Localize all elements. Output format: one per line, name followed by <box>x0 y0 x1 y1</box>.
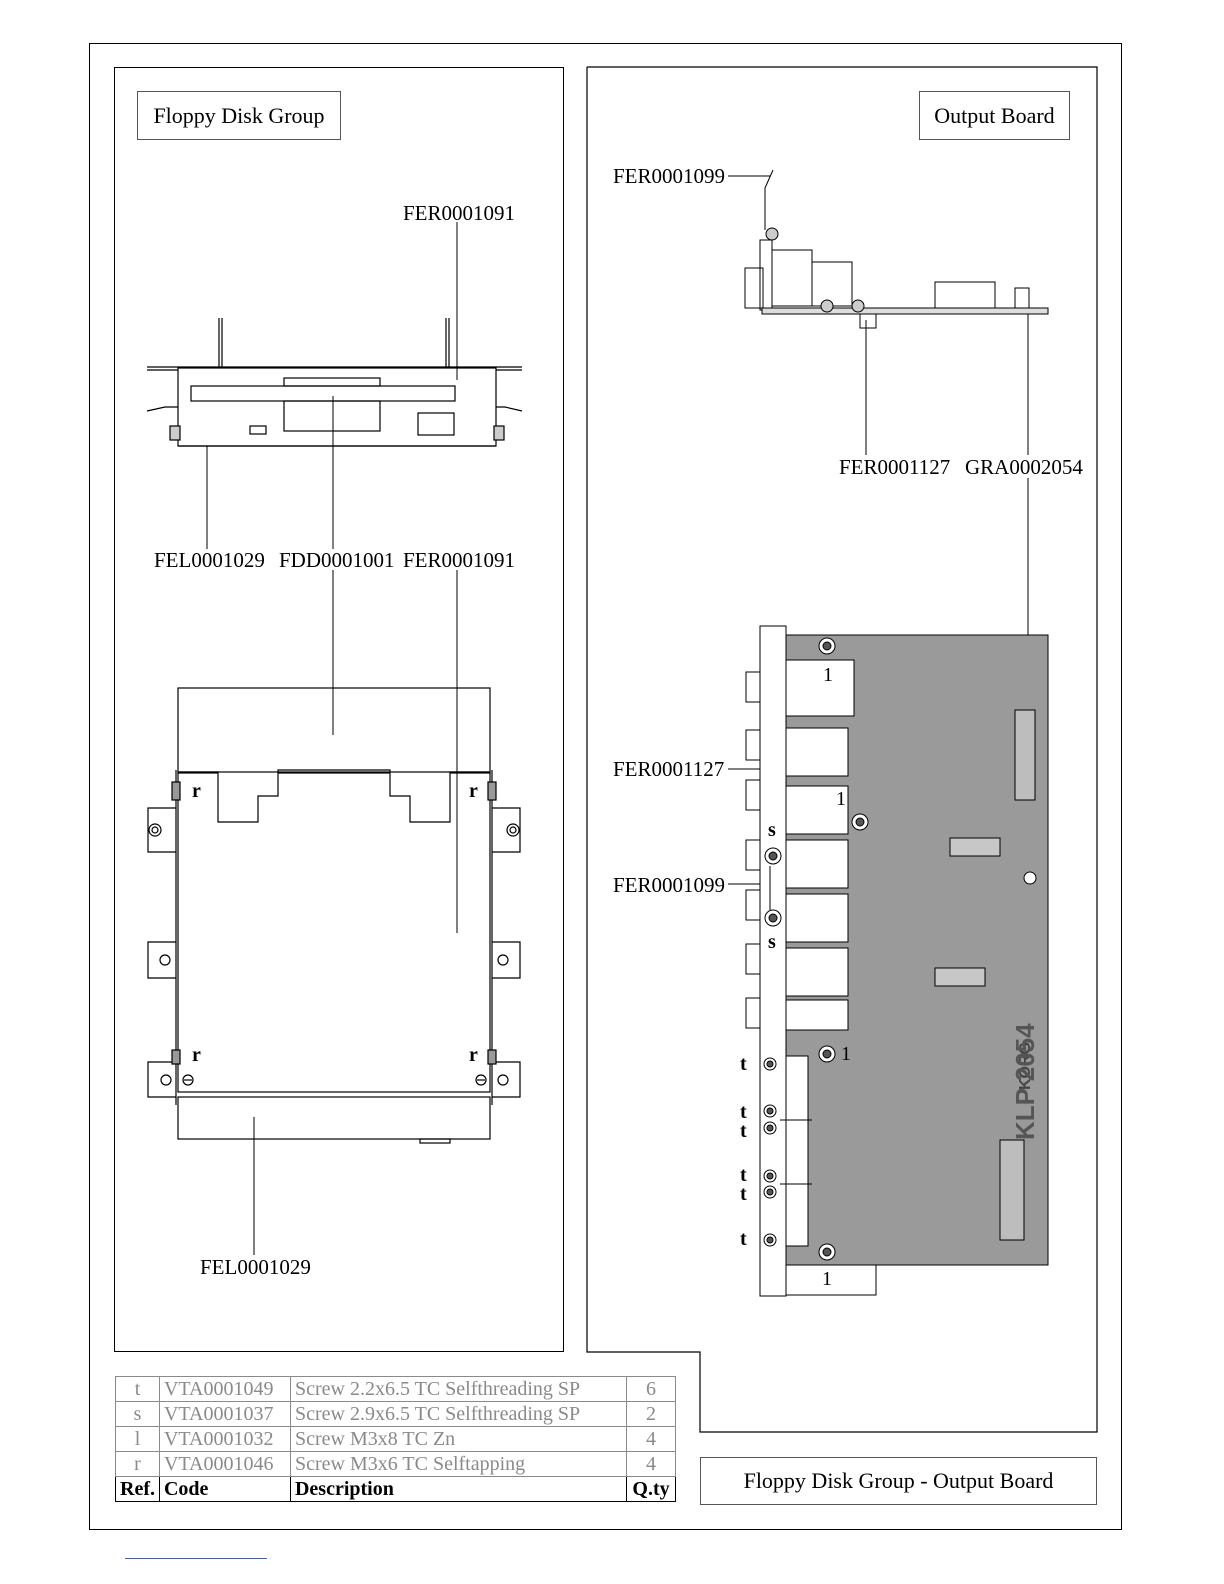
parts-table: t VTA0001049 Screw 2.2x6.5 TC Selfthread… <box>115 1376 676 1502</box>
ref-t-3: t <box>740 1120 747 1142</box>
ref-r-2: r <box>469 780 478 802</box>
header-qty: Q.ty <box>626 1476 676 1502</box>
ref-l-4: 1 <box>822 1268 832 1290</box>
ref-r-3: r <box>192 1044 201 1066</box>
floppy-front-view <box>146 318 523 447</box>
ref-r-4: r <box>469 1044 478 1066</box>
ref-t-6: t <box>740 1228 747 1250</box>
footer-link-underline <box>125 1558 267 1559</box>
label-fel0001029: FEL0001029 <box>154 548 265 572</box>
output-board-side-view <box>744 169 1049 329</box>
label-gra0002054: GRA0002054 <box>965 455 1083 479</box>
board-part-marking: KLP 2054 <box>1010 1023 1040 1140</box>
ref-t-1: t <box>740 1053 747 1075</box>
page-frame <box>89 43 1122 1530</box>
cell-qty: 6 <box>626 1376 676 1402</box>
cell-code: VTA0001049 <box>158 1376 291 1402</box>
ref-l-2: 1 <box>836 788 846 810</box>
cell-qty: 4 <box>626 1451 676 1477</box>
table-row: s VTA0001037 Screw 2.9x6.5 TC Selfthread… <box>115 1401 676 1427</box>
cell-description: Screw M3x6 TC Selftapping <box>289 1451 628 1477</box>
header-description: Description <box>289 1476 628 1502</box>
cell-ref: l <box>115 1426 160 1452</box>
label-fer0001091-top: FER0001091 <box>403 201 516 225</box>
board-brand-marking: KORG <box>1017 1042 1034 1090</box>
ref-r-1: r <box>192 780 201 802</box>
label-fer0001099-top: FER0001099 <box>613 164 726 188</box>
floppy-top-view <box>147 687 521 1144</box>
header-ref: Ref. <box>115 1476 160 1502</box>
table-header-row: Ref. Code Description Q.ty <box>115 1476 676 1502</box>
ref-t-5: t <box>740 1183 747 1205</box>
label-fer0001127-side: FER0001127 <box>839 455 951 479</box>
ref-s-2: s <box>768 931 776 953</box>
table-row: l VTA0001032 Screw M3x8 TC Zn 4 <box>115 1426 676 1452</box>
table-row: r VTA0001046 Screw M3x6 TC Selftapping 4 <box>115 1451 676 1477</box>
output-board-top-view: KORG KLP 2054 <box>745 625 1049 1297</box>
floppy-panel-title: Floppy Disk Group <box>137 91 341 140</box>
cell-description: Screw M3x8 TC Zn <box>289 1426 628 1452</box>
cell-ref: r <box>115 1451 160 1477</box>
cell-code: VTA0001037 <box>158 1401 291 1427</box>
floppy-panel <box>114 67 564 1352</box>
output-panel-title: Output Board <box>919 91 1070 140</box>
table-row: t VTA0001049 Screw 2.2x6.5 TC Selfthread… <box>115 1376 676 1402</box>
ref-l-3: 1 <box>841 1043 851 1065</box>
cell-code: VTA0001046 <box>158 1451 291 1477</box>
cell-qty: 4 <box>626 1426 676 1452</box>
label-fel0001029-bottom: FEL0001029 <box>200 1255 311 1279</box>
ref-t-2: t <box>740 1101 747 1123</box>
cell-qty: 2 <box>626 1401 676 1427</box>
ref-l-1: 1 <box>823 664 833 686</box>
header-code: Code <box>158 1476 291 1502</box>
page-title: Floppy Disk Group - Output Board <box>700 1457 1097 1505</box>
label-fer0001099-front: FER0001099 <box>613 873 726 897</box>
cell-description: Screw 2.2x6.5 TC Selfthreading SP <box>289 1376 628 1402</box>
cell-description: Screw 2.9x6.5 TC Selfthreading SP <box>289 1401 628 1427</box>
label-fdd0001001: FDD0001001 <box>279 548 395 572</box>
cell-code: VTA0001032 <box>158 1426 291 1452</box>
cell-ref: t <box>115 1376 160 1402</box>
ref-t-4: t <box>740 1164 747 1186</box>
cell-ref: s <box>115 1401 160 1427</box>
ref-s-1: s <box>768 819 776 841</box>
label-fer0001127-front: FER0001127 <box>613 757 725 781</box>
label-fer0001091-mid: FER0001091 <box>403 548 516 572</box>
